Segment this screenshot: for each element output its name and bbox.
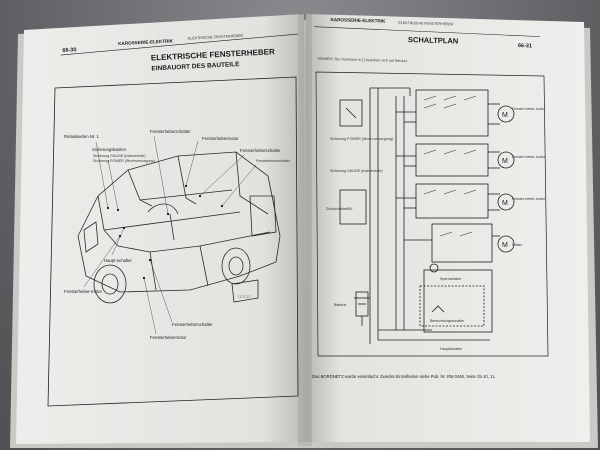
callout-relay-box: Relaiskasten Nr. 1 <box>64 134 99 139</box>
callout-motor-top: Fensterhebermotor <box>202 136 239 141</box>
left-header-section: KAROSSERIE-ELEKTRIK <box>118 38 174 46</box>
label-ignition: Zündschalter <box>326 207 348 211</box>
label-relay: Relais <box>512 243 522 247</box>
left-page <box>16 14 306 444</box>
label-fuse-power: Sicherung POWER (Strom-versorgung) <box>330 137 393 141</box>
right-page-title: SCHALTPLAN <box>408 35 458 45</box>
callout-gauge: Sicherung GAUGE (Instrumente) <box>93 154 146 158</box>
vehicle-illustration <box>77 151 281 304</box>
label-illumination: Beleuchtungsschalter <box>430 319 465 323</box>
right-page-number: 66-31 <box>518 43 532 49</box>
right-header-section: KAROSSERIE-ELEKTRIK <box>330 17 386 23</box>
callout-switch-mid: Fensterheberschalter <box>240 148 281 153</box>
left-page-number: 66-30 <box>62 47 76 54</box>
svg-text:M: M <box>502 200 508 207</box>
label-main-switch: Hauptschalter <box>440 347 463 351</box>
callout-dots <box>106 184 224 280</box>
svg-text:M: M <box>502 242 508 249</box>
label-motor-right: Fenster-heber-motor <box>512 107 546 111</box>
plate-mark: ☐☐☐☐ <box>238 295 252 299</box>
footer-note: Das BORDNETZ wurde vereinfacht. Zwecks E… <box>312 374 496 379</box>
label-battery: Batterie <box>334 303 346 307</box>
callout-switch-bottom: Fensterheberschalter <box>172 322 213 327</box>
label-lock-switch: Sperrschalter <box>440 277 462 281</box>
right-page <box>306 14 590 442</box>
label-fuse-gauge: Sicherung GAUGE (Instrumente) <box>330 169 383 173</box>
callout-leaders <box>83 135 257 335</box>
callout-fuse: Sicherungskasten <box>92 147 127 152</box>
right-page-note: HINWEIS: Die Nummern in [ ] beziehen sic… <box>317 57 407 63</box>
svg-text:M: M <box>502 112 508 119</box>
right-diagram-frame <box>315 71 549 357</box>
left-page-subtitle: EINBAUORT DES BAUTEILE <box>151 61 240 72</box>
callout-motor-left: Fensterheber-motor <box>64 289 103 294</box>
gutter-shadow <box>298 14 312 446</box>
callout-switch-rear: Fensterheberschalter <box>256 159 291 163</box>
wiring-schematic: 40A M M M M <box>339 87 515 344</box>
left-header-subsection: ELEKTRISCHE FENSTERHEBER <box>188 34 244 41</box>
svg-text:40A: 40A <box>346 207 353 211</box>
right-header-subsection: ELEKTRISCHE FENSTERHEBER <box>398 21 454 26</box>
callout-power: Sicherung POWER (Stromversorgung) <box>93 159 155 163</box>
label-motor-left: Fenster-heber-motor <box>512 197 546 201</box>
svg-text:M: M <box>502 158 508 165</box>
callout-main-switch: Haupt-schalter <box>104 258 133 263</box>
label-motor-mid: Fenster-heber-motor <box>512 155 546 159</box>
callout-switch-top: Fensterheberschalter <box>150 129 191 134</box>
callout-motor-bottom: Fensterhebermotor <box>150 335 187 340</box>
left-diagram-frame <box>47 76 299 407</box>
